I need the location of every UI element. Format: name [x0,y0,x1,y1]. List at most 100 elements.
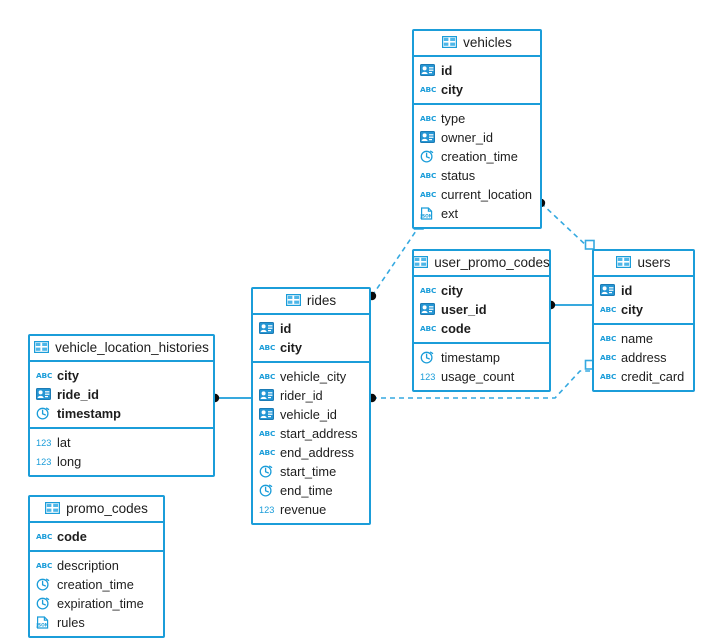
table-vehicles[interactable]: vehicles id ABC city [412,29,542,229]
clock-icon [36,597,51,611]
uuid-icon [259,407,274,422]
number-icon: 123 [259,504,275,515]
abc-icon: ABC [600,304,617,314]
uuid-icon [420,63,435,78]
column-name: type [441,111,466,126]
column-rides-start-time[interactable]: start_time [253,462,369,481]
column-vehicles-type[interactable]: ABC type [414,109,540,128]
columns-section: ABC description creation_time [30,550,163,636]
edge-endpoint-square [584,239,595,250]
column-name: end_time [280,483,333,498]
number-icon: 123 [36,437,52,448]
column-name: start_time [280,464,337,479]
column-upc-code[interactable]: ABC code [414,319,549,338]
abc-icon: ABC [600,371,617,381]
table-header-rides[interactable]: rides [253,289,369,315]
pk-section: id ABC city [253,315,369,361]
table-name-rides: rides [306,293,337,308]
abc-icon: ABC [420,323,437,333]
pk-section: id ABC city [414,57,540,103]
table-header-promo-codes[interactable]: promo_codes [30,497,163,523]
column-vehicles-ext[interactable]: JSON ext [414,204,540,223]
table-header-users[interactable]: users [594,251,693,277]
table-users[interactable]: users id ABC city [592,249,695,392]
column-promo-creation-time[interactable]: creation_time [30,575,163,594]
column-name: ext [441,206,459,221]
table-icon [442,36,458,50]
table-icon [285,294,301,308]
column-vehicles-id[interactable]: id [414,61,540,80]
column-promo-code[interactable]: ABC code [30,527,163,546]
column-upc-timestamp[interactable]: timestamp [414,348,549,367]
column-rides-start-address[interactable]: ABC start_address [253,424,369,443]
column-rides-vehicle-city[interactable]: ABC vehicle_city [253,367,369,386]
column-upc-city[interactable]: ABC city [414,281,549,300]
column-vlh-ride-id[interactable]: ride_id [30,385,213,404]
column-vlh-lat[interactable]: 123 lat [30,433,213,452]
column-users-id[interactable]: id [594,281,693,300]
table-user-promo-codes[interactable]: user_promo_codes ABC city u [412,249,551,392]
column-vlh-long[interactable]: 123 long [30,452,213,471]
table-vehicle-location-histories[interactable]: vehicle_location_histories ABC city [28,334,215,477]
column-promo-description[interactable]: ABC description [30,556,163,575]
abc-icon: ABC [259,371,276,381]
column-promo-rules[interactable]: JSON rules [30,613,163,632]
column-name: city [280,340,303,355]
column-name: expiration_time [57,596,144,611]
column-users-name[interactable]: ABC name [594,329,693,348]
column-name: current_location [441,187,533,202]
edge-vehicles-users[interactable] [536,198,595,250]
column-name: city [621,302,644,317]
table-icon [45,502,61,516]
table-rides[interactable]: rides id ABC city [251,287,371,525]
clock-icon [36,407,51,421]
column-rides-city[interactable]: ABC city [253,338,369,357]
column-name: rules [57,615,85,630]
column-upc-user-id[interactable]: user_id [414,300,549,319]
column-name: description [57,558,119,573]
column-users-address[interactable]: ABC address [594,348,693,367]
column-rides-end-time[interactable]: end_time [253,481,369,500]
column-name: status [441,168,476,183]
table-header-user-promo-codes[interactable]: user_promo_codes [413,251,550,277]
edge-userpromocodes-users[interactable] [546,300,594,310]
abc-icon: ABC [259,428,276,438]
column-name: start_address [280,426,358,441]
column-rides-end-address[interactable]: ABC end_address [253,443,369,462]
table-promo-codes[interactable]: promo_codes ABC code ABC description [28,495,165,638]
column-vehicles-owner-id[interactable]: owner_id [414,128,540,147]
abc-icon: ABC [600,333,617,343]
column-vlh-timestamp[interactable]: timestamp [30,404,213,423]
edge-vlh-rides[interactable] [210,393,253,403]
column-name: city [441,82,464,97]
column-rides-id[interactable]: id [253,319,369,338]
column-name: long [57,454,82,469]
column-name: user_id [441,302,487,317]
column-rides-rider-id[interactable]: rider_id [253,386,369,405]
json-icon: JSON [36,615,51,630]
column-name: city [441,283,464,298]
column-name: address [621,350,667,365]
clock-icon [420,351,435,365]
column-vehicles-creation-time[interactable]: creation_time [414,147,540,166]
abc-icon: ABC [420,170,437,180]
table-header-vehicles[interactable]: vehicles [414,31,540,57]
pk-section: ABC code [30,523,163,550]
abc-icon: ABC [36,560,53,570]
column-vehicles-city[interactable]: ABC city [414,80,540,99]
table-header-vehicle-location-histories[interactable]: vehicle_location_histories [30,336,213,362]
column-vehicles-current-location[interactable]: ABC current_location [414,185,540,204]
column-name: id [280,321,292,336]
column-rides-vehicle-id[interactable]: vehicle_id [253,405,369,424]
column-vehicles-status[interactable]: ABC status [414,166,540,185]
table-name-users: users [637,255,671,270]
column-users-credit-card[interactable]: ABC credit_card [594,367,693,386]
column-vlh-city[interactable]: ABC city [30,366,213,385]
column-promo-expiration-time[interactable]: expiration_time [30,594,163,613]
column-users-city[interactable]: ABC city [594,300,693,319]
column-rides-revenue[interactable]: 123 revenue [253,500,369,519]
abc-icon: ABC [420,285,437,295]
column-upc-usage-count[interactable]: 123 usage_count [414,367,549,386]
uuid-icon [36,387,51,402]
